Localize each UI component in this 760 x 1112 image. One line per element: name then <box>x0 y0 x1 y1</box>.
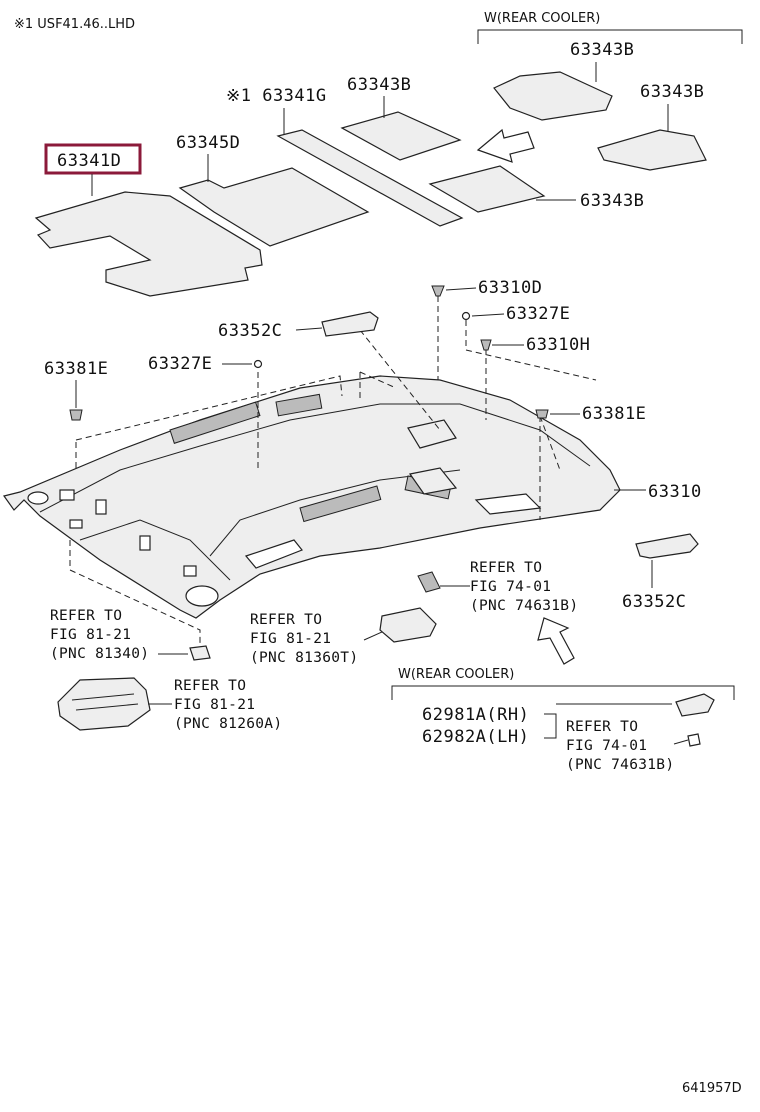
lamp-recess-left <box>244 539 303 569</box>
grab-bracket <box>408 467 458 495</box>
label-63343B-lower[interactable]: 63343B <box>580 191 644 211</box>
label-63327E-right[interactable]: 63327E <box>506 304 570 324</box>
clip-63310H <box>480 339 492 351</box>
pad-63343B-lower[interactable] <box>428 165 546 213</box>
label-63327E-left[interactable]: 63327E <box>148 354 212 374</box>
handle-recess <box>185 585 219 607</box>
label-63310H[interactable]: 63310H <box>526 335 590 355</box>
ref1-line1: REFER TO <box>470 560 542 576</box>
direction-arrow-bottom <box>537 617 575 665</box>
rear-cooler-bracket-top <box>477 29 743 44</box>
vent-mid <box>299 485 382 523</box>
label-63352C-bottom[interactable]: 63352C <box>622 592 686 612</box>
strip-63341G[interactable] <box>276 129 464 227</box>
clip-63381E-right <box>535 409 549 419</box>
label-63381E-left[interactable]: 63381E <box>44 359 108 379</box>
ref4-line1: REFER TO <box>174 678 246 694</box>
label-63310[interactable]: 63310 <box>648 482 702 502</box>
pad-63341D[interactable] <box>34 191 263 297</box>
label-63341D[interactable]: 63341D <box>57 151 121 171</box>
rear-cooler-group-label-top: W(REAR COOLER) <box>484 11 600 26</box>
clip-63381E-left <box>69 409 83 421</box>
highlight-box-63341D <box>44 143 142 175</box>
ref2-line3: (PNC 81340) <box>50 646 149 662</box>
vent-left <box>169 401 261 444</box>
ref3-line1: REFER TO <box>250 612 322 628</box>
ref5-line2: FIG 74-01 <box>566 738 647 754</box>
pad-63352C-top <box>321 311 379 337</box>
pad-63343B-right[interactable] <box>597 129 707 171</box>
diagram-id: 641957D <box>682 1081 742 1096</box>
model-note: ※1 USF41.46..LHD <box>14 17 135 32</box>
ref4-line3: (PNC 81260A) <box>174 716 282 732</box>
rear-cooler-group-label-bottom: W(REAR COOLER) <box>398 667 514 682</box>
label-63381E-right[interactable]: 63381E <box>582 404 646 424</box>
ref3-line2: FIG 81-21 <box>250 631 331 647</box>
label-63343B-mid[interactable]: 63343B <box>347 75 411 95</box>
cover-62981A <box>675 693 715 717</box>
ref4-line2: FIG 81-21 <box>174 697 255 713</box>
clip-74631B-rear <box>687 733 701 747</box>
label-62982A[interactable]: 62982A(LH) <box>422 727 529 747</box>
vent-top <box>275 393 323 417</box>
ref2-line1: REFER TO <box>50 608 122 624</box>
clip-63327E-right <box>461 311 471 321</box>
label-63352C-top[interactable]: 63352C <box>218 321 282 341</box>
pad-63352C-bottom <box>635 533 699 559</box>
label-63345D[interactable]: 63345D <box>176 133 240 153</box>
label-63310D[interactable]: 63310D <box>478 278 542 298</box>
ref5-line1: REFER TO <box>566 719 638 735</box>
pad-63343B-right-top[interactable] <box>493 71 613 121</box>
holder-74631B <box>417 571 441 593</box>
label-63343B-right[interactable]: 63343B <box>640 82 704 102</box>
console-81260A <box>57 677 151 731</box>
clip-63310D <box>431 285 445 297</box>
label-63341G[interactable]: ※1 63341G <box>226 86 327 106</box>
pad-63345D[interactable] <box>178 167 370 247</box>
overhead-console <box>407 419 457 449</box>
ref1-line2: FIG 74-01 <box>470 579 551 595</box>
clip-63327E-left <box>253 359 263 369</box>
front-corner-recess <box>27 491 49 505</box>
ref1-line3: (PNC 74631B) <box>470 598 578 614</box>
pad-63343B-mid[interactable] <box>340 111 462 161</box>
lamp-81360T <box>379 607 437 643</box>
lamp-81340 <box>189 645 211 661</box>
direction-arrow-top <box>476 128 535 163</box>
ref2-line2: FIG 81-21 <box>50 627 131 643</box>
ref3-line3: (PNC 81360T) <box>250 650 358 666</box>
label-63343B-top[interactable]: 63343B <box>570 40 634 60</box>
label-62981A[interactable]: 62981A(RH) <box>422 705 529 725</box>
ref5-line3: (PNC 74631B) <box>566 757 674 773</box>
